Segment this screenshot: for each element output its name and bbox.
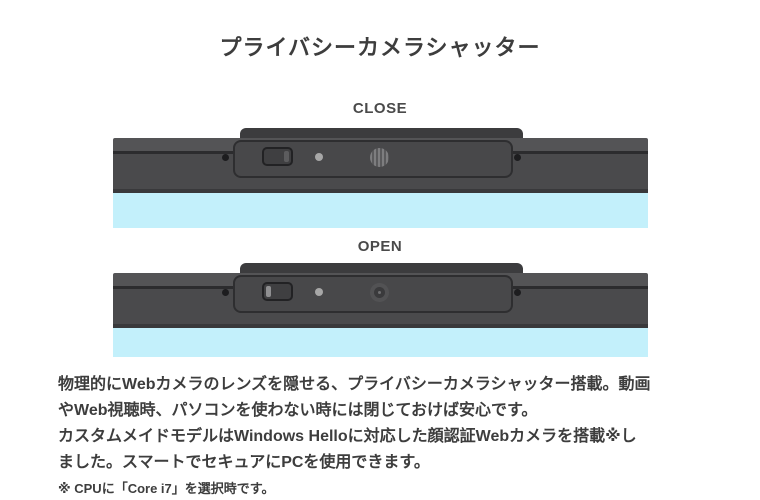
webcam-led [314, 153, 323, 161]
footnote-text: ※ CPUに「Core i7」を選択時です。 [58, 481, 275, 496]
display-screen-area [112, 193, 648, 228]
webcam-led [314, 288, 323, 296]
figure-label-open: OPEN [357, 238, 403, 255]
display-screen-area [112, 328, 648, 357]
webcam-lens-shuttered [369, 148, 389, 167]
shutter-slider-switch [261, 147, 293, 166]
description-text: 物理的にWebカメラのレンズを隠せる、プライバシーカメラシャッター搭載。動画 や… [0, 372, 760, 476]
webcam-illustration-close [112, 128, 648, 228]
page-title: プライバシーカメラシャッター [219, 35, 541, 60]
webcam-illustration-open [112, 263, 648, 357]
webcam-module-panel [232, 275, 513, 313]
description-line: ました。スマートでセキュアにPCを使用できます。 [58, 454, 430, 471]
slider-handle-ridge [265, 286, 271, 297]
shutter-slider-switch [261, 282, 293, 301]
microphone-hole-right [513, 289, 521, 296]
description-line: やWeb視聴時、パソコンを使わない時には閉じておけば安心です。 [58, 402, 538, 419]
figure-label-close: CLOSE [352, 100, 408, 117]
description-line: 物理的にWebカメラのレンズを隠せる、プライバシーカメラシャッター搭載。動画 [58, 376, 651, 393]
microphone-hole-left [221, 154, 229, 161]
slider-handle-ridge [283, 151, 289, 162]
microphone-hole-right [513, 154, 521, 161]
webcam-module-panel [232, 140, 513, 178]
microphone-hole-left [221, 289, 229, 296]
description-line: カスタムメイドモデルはWindows Helloに対応した顔認証Webカメラを搭… [58, 428, 637, 445]
webcam-lens-open [369, 283, 389, 302]
